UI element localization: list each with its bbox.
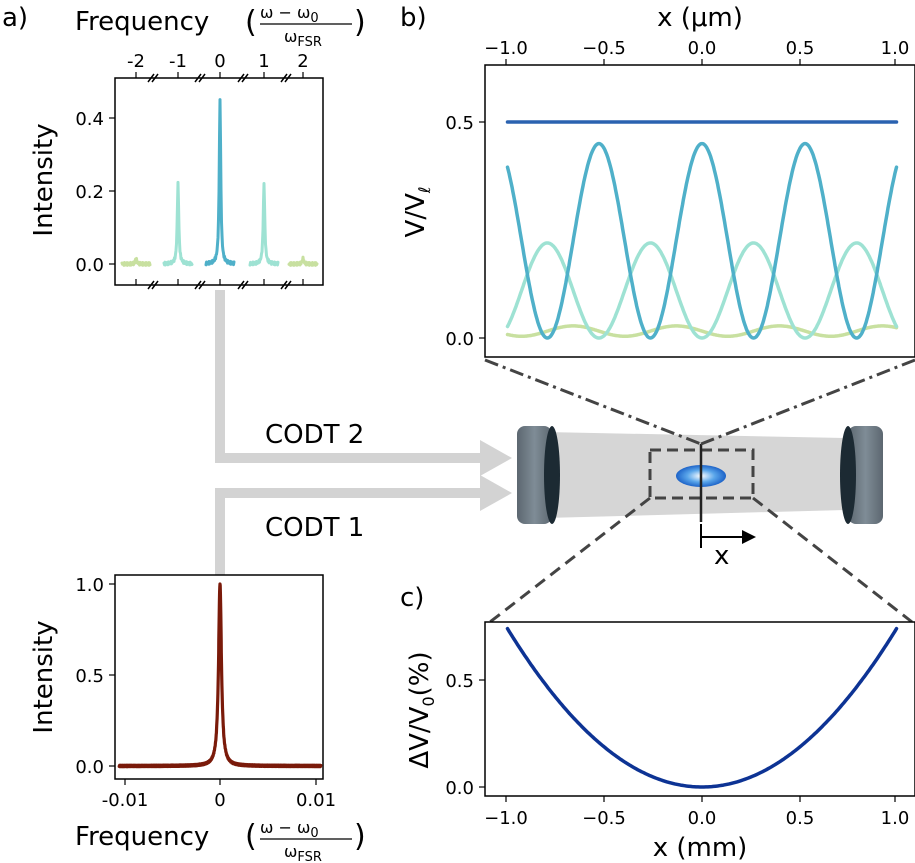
spectrum-bottom-plot: -0.01 0 0.01 0.0 0.5 1.0 Intensity Frequ…	[29, 574, 366, 863]
ytick: 0.2	[75, 182, 104, 203]
svg-text:ωFSR: ωFSR	[284, 842, 322, 863]
xtick: -2	[127, 51, 145, 72]
zoom-connectors	[484, 358, 915, 624]
svg-text:ω − ω0: ω − ω0	[260, 818, 319, 841]
connector-b-left	[484, 358, 702, 446]
connector-c-right	[752, 496, 913, 624]
potential-xlabel: x (μm)	[657, 3, 743, 33]
spectrum-peak-order-2	[287, 255, 319, 267]
ytick: 0.0	[75, 255, 104, 276]
x-axis-arrowhead	[742, 530, 756, 544]
ytick: 0.4	[75, 109, 104, 130]
spectrum-top-xlabel: Frequency	[75, 7, 209, 37]
ytick: 0.5	[445, 113, 474, 134]
frequency-fraction-top: ( ω − ω0 ωFSR )	[245, 3, 366, 50]
axis-break-marks	[147, 73, 292, 290]
spectrum-peak-order-0	[204, 98, 236, 267]
ytick: 0.5	[445, 671, 474, 692]
panel-label-a: a)	[2, 3, 28, 33]
svg-text:): )	[354, 5, 366, 40]
codt2-label: CODT 2	[265, 420, 364, 450]
xtick: 0.0	[688, 38, 717, 59]
spectrum-top-ylabel: Intensity	[29, 123, 59, 236]
spectrum-top-xticks: -2 -1 0 1 2	[127, 51, 309, 72]
potential-order0-line	[505, 141, 899, 340]
xtick: 1.0	[881, 38, 910, 59]
xtick: 0	[214, 51, 225, 72]
potential-order2-line	[505, 324, 899, 339]
xtick: 2	[297, 51, 308, 72]
xtick: 1.0	[881, 808, 910, 829]
ytick: 0.0	[75, 757, 104, 778]
codt2-beam-path	[215, 290, 485, 463]
spectrum-bottom-line	[117, 582, 323, 769]
potential-plot: −1.0 −0.5 0.0 0.5 1.0 0.5 0.0 x (μm) V/V…	[401, 3, 915, 358]
codt2-arrowhead	[480, 440, 512, 476]
connector-b-right	[700, 358, 915, 446]
spectrum-bottom-xlabel: Frequency	[75, 822, 209, 852]
variation-curve	[505, 626, 899, 789]
potential-order1-line	[505, 241, 899, 340]
beam-arrows	[215, 290, 512, 578]
ytick: 0.0	[445, 329, 474, 350]
cavity-x-label: x	[714, 541, 729, 571]
xtick: 0.5	[786, 38, 815, 59]
svg-text:(: (	[245, 5, 257, 40]
potential-frame	[484, 64, 915, 358]
variation-ylabel: ΔV/V0(%)	[405, 651, 438, 768]
codt1-arrowhead	[480, 475, 512, 511]
spectrum-peak-order-1	[248, 182, 280, 267]
xtick: 1	[258, 51, 269, 72]
xtick: −0.5	[582, 808, 626, 829]
ytick: 0.5	[75, 666, 104, 687]
spectrum-bottom-ylabel: Intensity	[29, 620, 59, 733]
xtick: -0.01	[102, 790, 149, 811]
right-mirror	[840, 426, 883, 524]
xtick: 0.5	[786, 808, 815, 829]
xtick: 0	[214, 790, 225, 811]
variation-plot: −1.0 −0.5 0.0 0.5 1.0 0.5 0.0 x (mm) ΔV/…	[405, 621, 915, 863]
xtick: −1.0	[484, 808, 528, 829]
spectrum-top-xtick-marks	[135, 72, 304, 285]
svg-text:ωFSR: ωFSR	[284, 27, 322, 50]
panel-label-c: c)	[400, 583, 424, 613]
xtick: −1.0	[484, 38, 528, 59]
svg-text:(: (	[245, 819, 257, 854]
ytick: 1.0	[75, 575, 104, 596]
potential-ylabel: V/Vℓ	[401, 187, 434, 238]
frequency-fraction-bottom: ( ω − ω0 ωFSR )	[245, 818, 366, 863]
connector-c-left	[489, 496, 651, 624]
spectrum-top-plot: -2 -1 0 1 2 0.0 0.	[29, 3, 366, 290]
panel-label-b: b)	[400, 3, 427, 33]
svg-text:): )	[354, 819, 366, 854]
svg-text:ω − ω0: ω − ω0	[260, 3, 319, 26]
spectrum-peak-order--2	[120, 256, 152, 267]
ytick: 0.0	[445, 778, 474, 799]
left-mirror	[517, 426, 560, 524]
xtick: -1	[169, 51, 187, 72]
codt1-label: CODT 1	[265, 513, 364, 543]
spectrum-peak-order--1	[162, 180, 194, 267]
variation-xlabel: x (mm)	[653, 833, 748, 863]
variation-frame	[484, 621, 915, 797]
xtick: −0.5	[582, 38, 626, 59]
codt1-beam-path	[215, 488, 485, 578]
xtick: 0.01	[296, 790, 336, 811]
xtick: 0.0	[688, 808, 717, 829]
cavity-schematic	[517, 426, 883, 548]
